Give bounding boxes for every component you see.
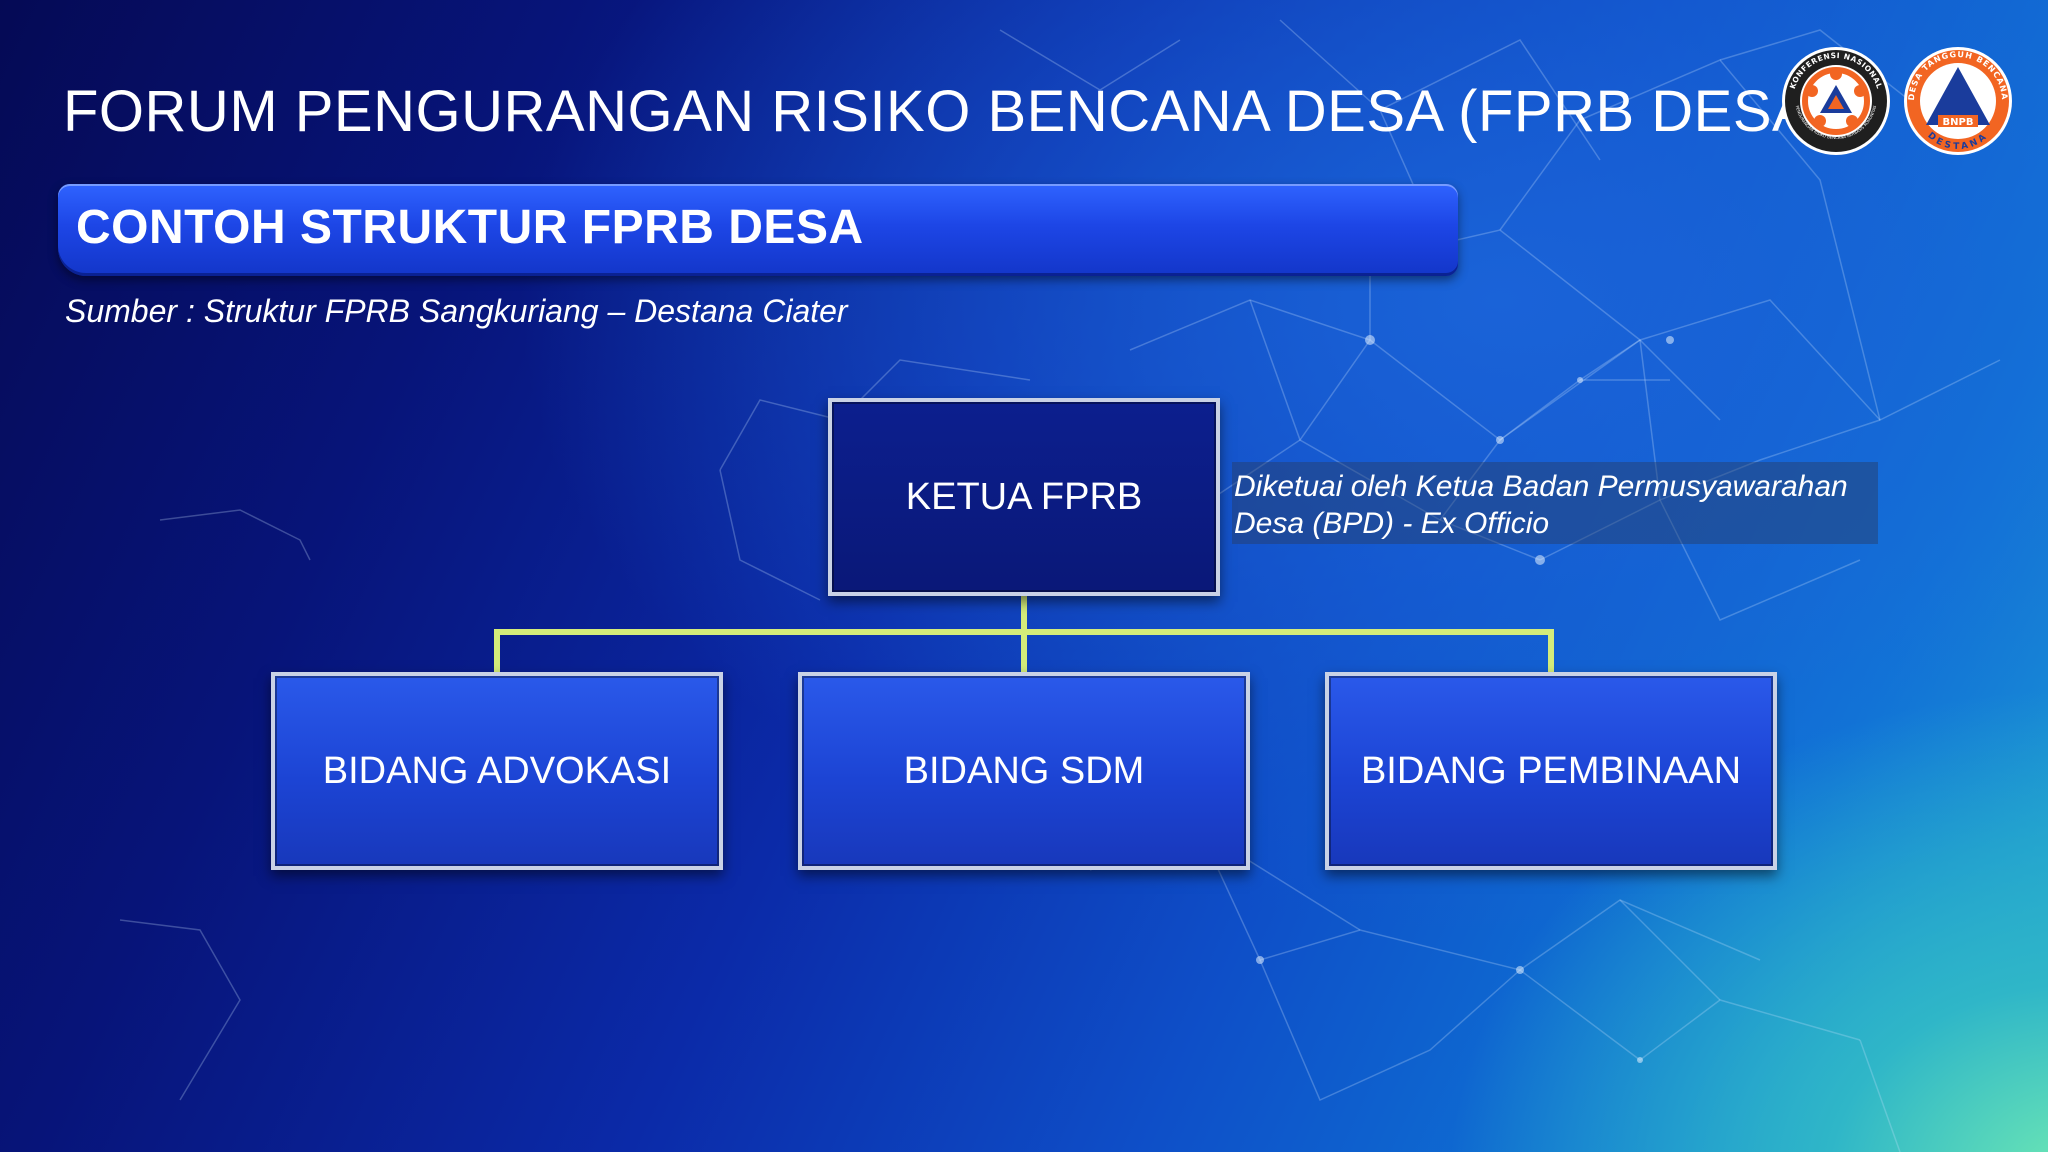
banner-title: CONTOH STRUKTUR FPRB DESA: [76, 201, 864, 254]
slide-title: FORUM PENGURANGAN RISIKO BENCANA DESA (F…: [63, 79, 1832, 144]
ketua-note-line-2: Desa (BPD) - Ex Officio: [1234, 507, 1550, 540]
source-note: Sumber : Struktur FPRB Sangkuriang – Des…: [65, 293, 848, 329]
ketua-note: Diketuai oleh Ketua Badan Permusyawaraha…: [1232, 462, 1878, 544]
org-node-bidang-pembinaan: BIDANG PEMBINAAN: [1325, 672, 1777, 870]
section-banner: CONTOH STRUKTUR FPRB DESA: [58, 184, 1458, 276]
svg-text:BNPB: BNPB: [1943, 117, 1974, 128]
konferensi-nasional-logo: KONFERENSI NASIONAL PENGURANGAN RISIKO B…: [1782, 47, 1890, 155]
destana-bnpb-logo: DESA TANGGUH BENCANA DESTANA BNPB: [1904, 47, 2012, 155]
org-node-bidang-sdm: BIDANG SDM: [798, 672, 1250, 870]
org-node-bidang-advokasi: BIDANG ADVOKASI: [271, 672, 723, 870]
ketua-note-line-1: Diketuai oleh Ketua Badan Permusyawaraha…: [1234, 470, 1848, 503]
org-node-ketua-fprb: KETUA FPRB: [828, 398, 1220, 596]
